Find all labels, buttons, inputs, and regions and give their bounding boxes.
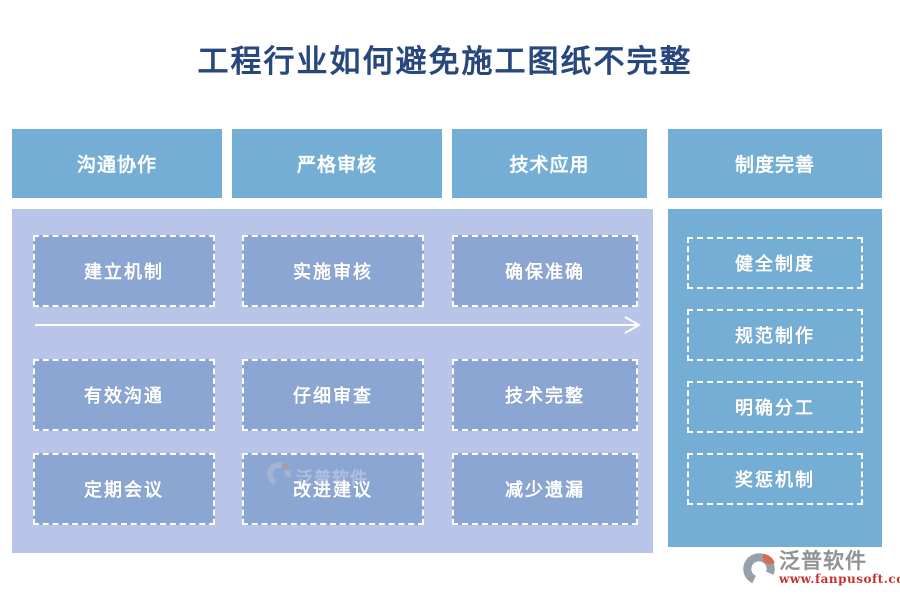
column-header-technology: 技术应用 [452,129,647,198]
policy-cell: 奖惩机制 [687,453,863,505]
process-cell: 减少遗漏 [452,453,638,525]
policy-panel: 健全制度 规范制作 明确分工 奖惩机制 [668,209,882,547]
process-cell: 实施审核 [242,235,424,307]
process-cell: 仔细审查 [242,359,424,431]
column-header-system: 制度完善 [668,129,882,198]
brand-logo: 泛普软件 www.fanpusoft.com [741,548,900,593]
brand-name: 泛普软件 [779,548,867,573]
column-header-communication: 沟通协作 [12,129,222,198]
brand-website: www.fanpusoft.com [779,572,900,586]
process-cell: 建立机制 [33,235,215,307]
process-panel: 建立机制 实施审核 确保准确 有效沟通 仔细审查 技术完整 定期会议 改进建议 … [12,209,653,553]
process-cell: 有效沟通 [33,359,215,431]
policy-cell: 规范制作 [687,309,863,361]
process-cell: 确保准确 [452,235,638,307]
flow-arrow [35,316,642,334]
policy-cell: 明确分工 [687,381,863,433]
page-title: 工程行业如何避免施工图纸不完整 [197,44,693,80]
process-cell: 定期会议 [33,453,215,525]
fanpu-logo-icon [741,549,777,593]
policy-cell: 健全制度 [687,237,863,289]
process-cell: 改进建议 [242,453,424,525]
column-header-strict-review: 严格审核 [232,129,442,198]
process-cell: 技术完整 [452,359,638,431]
